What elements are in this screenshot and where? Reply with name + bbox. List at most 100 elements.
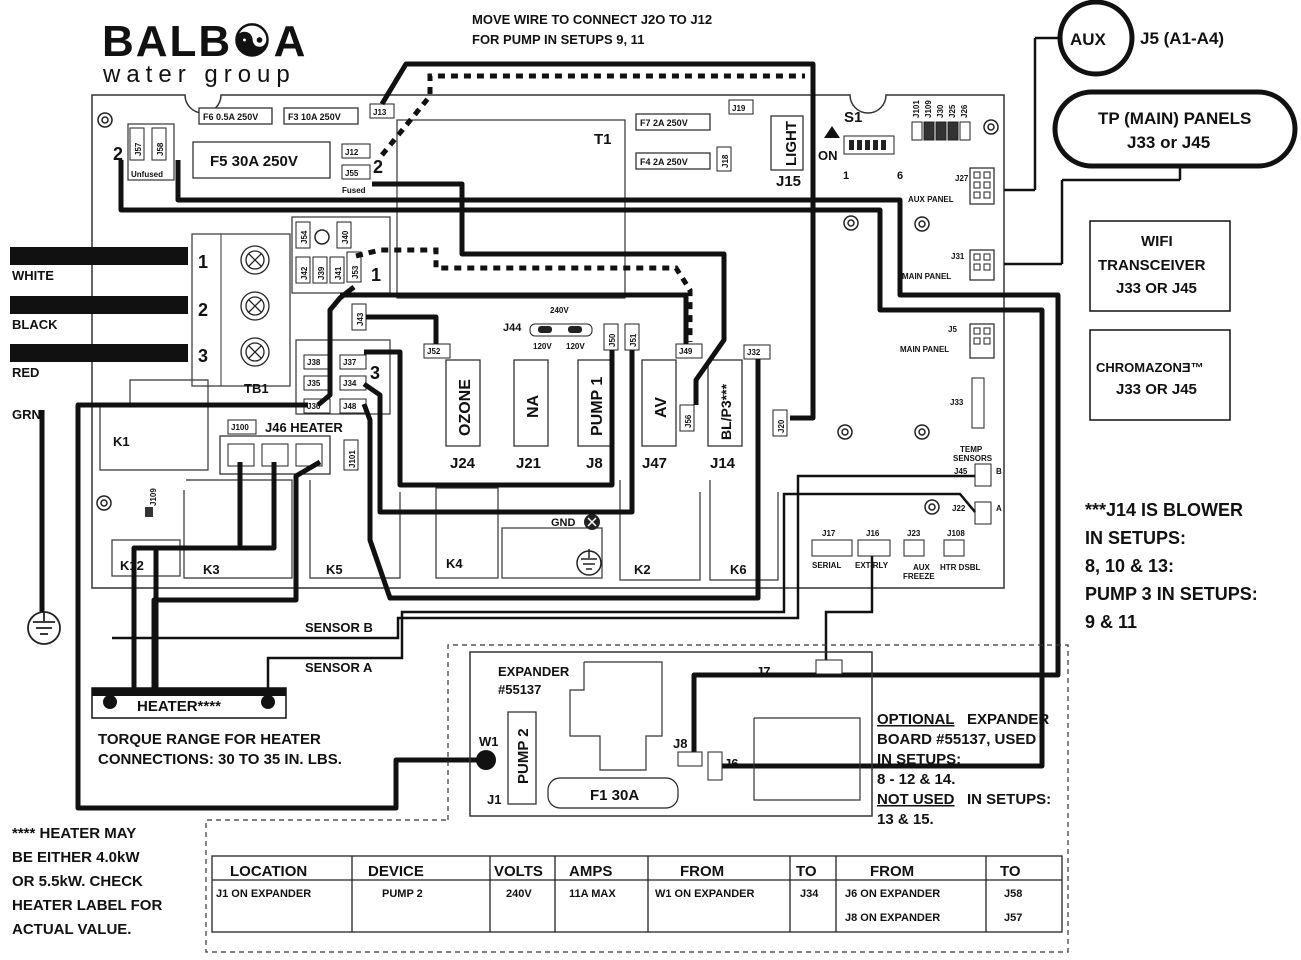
outlet-na: NA — [525, 394, 542, 418]
jack-block-3 — [295, 339, 391, 415]
outlet-av-jack: J47 — [642, 455, 667, 472]
aux-label: AUX — [1070, 30, 1107, 49]
svg-text:FROM: FROM — [870, 863, 914, 880]
switch-end-1: 1 — [843, 170, 849, 182]
outlet-av: AV — [653, 397, 670, 418]
jack-j100: J100 — [231, 423, 249, 432]
outlet-pump1: PUMP 1 — [589, 377, 606, 436]
dashed-wires — [355, 73, 805, 342]
table-row: J8 ON EXPANDER J57 — [845, 912, 1022, 924]
jack-j40: J40 — [341, 230, 350, 244]
switch-label: S1 — [844, 109, 862, 126]
thick-wires — [75, 61, 1061, 811]
num-2-right: 2 — [373, 157, 383, 177]
optional-line-4: 8 - 12 & 14. — [877, 771, 955, 788]
heater-note-2: BE EITHER 4.0kW — [12, 849, 140, 866]
jack-j41: J41 — [334, 266, 343, 280]
expander-title-2: #55137 — [498, 682, 541, 697]
svg-text:J101: J101 — [912, 100, 921, 118]
wire-white: WHITE — [12, 268, 54, 283]
jack-j48: J48 — [343, 402, 357, 411]
expander-j6: J6 — [724, 756, 738, 771]
svg-text:LOCATION: LOCATION — [230, 863, 307, 880]
chromazone-box — [1089, 329, 1231, 421]
switch-end-6: 6 — [897, 170, 903, 182]
ground-symbol-icon — [576, 549, 602, 576]
v120b-label: 120V — [566, 342, 585, 351]
heater-note-5: ACTUAL VALUE. — [12, 921, 131, 938]
svg-text:J109: J109 — [924, 100, 933, 118]
svg-text:J8 ON EXPANDER: J8 ON EXPANDER — [845, 912, 940, 924]
num-2-left: 2 — [113, 144, 123, 164]
fuse-row — [192, 107, 711, 179]
chroma-line-1: CHROMAZONƎ™ — [1096, 360, 1204, 375]
chroma-line-2: J33 OR J45 — [1116, 381, 1197, 398]
relay-k1: K1 — [113, 434, 130, 449]
jack-j52: J52 — [427, 347, 441, 356]
jack-j45: J5 — [948, 325, 957, 334]
optional-line-5b: IN SETUPS: — [967, 791, 1051, 808]
jack-j36: J36 — [307, 402, 321, 411]
jack-j28: J23 — [907, 529, 921, 538]
tp-panels-callout — [1052, 89, 1298, 169]
torque-line-2: CONNECTIONS: 30 TO 35 IN. LBS. — [98, 751, 342, 768]
wifi-line-1: WIFI — [1141, 233, 1173, 250]
jack-j34: J34 — [343, 379, 357, 388]
outlet-ozone-jack: J24 — [450, 455, 476, 472]
aux-circle — [1057, 0, 1135, 77]
heater-note-1: **** HEATER MAY — [12, 825, 136, 842]
relay-k2: K2 — [634, 562, 651, 577]
jack-j56: J56 — [684, 414, 693, 428]
svg-text:TO: TO — [796, 863, 817, 880]
expander-fuse — [547, 777, 679, 809]
jack-j49: J49 — [679, 347, 693, 356]
jack-j58: J58 — [156, 142, 165, 156]
logo-tagline: water group — [102, 61, 296, 88]
j14-note-3: 8, 10 & 13: — [1085, 556, 1174, 576]
jack-j20: J20 — [777, 419, 786, 433]
fused-label: Fused — [342, 186, 366, 195]
wifi-box — [1089, 220, 1231, 312]
outlet-pump1-jack: J8 — [586, 455, 603, 472]
svg-text:J25: J25 — [948, 104, 957, 118]
heater-note-3: OR 5.5kW. CHECK — [12, 873, 143, 890]
serial-label: SERIAL — [812, 561, 841, 570]
jack-j109: J109 — [149, 488, 158, 506]
expander-pump2: PUMP 2 — [515, 728, 532, 784]
sensor-b-pin: B — [996, 467, 1002, 476]
table-header: LOCATION DEVICE VOLTS AMPS FROM TO FROM … — [230, 863, 1021, 880]
jack-j57: J57 — [134, 142, 143, 156]
optional-line-5a: NOT USED — [877, 791, 955, 808]
earth-ground-icon — [27, 611, 61, 645]
svg-text:J34: J34 — [800, 888, 819, 900]
j14-note-1: ***J14 IS BLOWER — [1085, 500, 1243, 520]
aux-panel-label: AUX PANEL — [908, 195, 954, 204]
terminal-block-tb1 — [191, 233, 291, 387]
j14-note-4: PUMP 3 IN SETUPS: — [1085, 584, 1258, 604]
jack-j12: J12 — [345, 148, 359, 157]
optional-line-6: 13 & 15. — [877, 811, 934, 828]
jack-j32: J32 — [747, 348, 761, 357]
jack-j16: J22 — [952, 504, 966, 513]
jack-j39: J39 — [317, 266, 326, 280]
jack-j53: J53 — [351, 265, 360, 279]
jack-j13: J13 — [373, 108, 387, 117]
outlet-bl-jack: J14 — [710, 455, 736, 472]
jack-j19: J19 — [732, 104, 746, 113]
expander-j7: J7 — [756, 664, 770, 679]
gnd-label: GND — [551, 517, 576, 529]
jack-j5: J27 — [955, 174, 969, 183]
aux-freeze-label-2: FREEZE — [903, 572, 935, 581]
jack-j42: J42 — [300, 266, 309, 280]
w1-terminal — [476, 750, 496, 770]
wifi-line-2: TRANSCEIVER — [1098, 257, 1206, 274]
jack-j51: J51 — [629, 333, 638, 347]
temp-label-2: SENSORS — [953, 454, 993, 463]
svg-text:J30: J30 — [936, 104, 945, 118]
mounting-holes — [96, 112, 999, 515]
torque-line-1: TORQUE RANGE FOR HEATER — [98, 731, 321, 748]
svg-text:240V: 240V — [506, 888, 532, 900]
relay-k6: K6 — [730, 562, 747, 577]
light-connector — [770, 115, 804, 171]
connector-j22 — [971, 377, 985, 429]
